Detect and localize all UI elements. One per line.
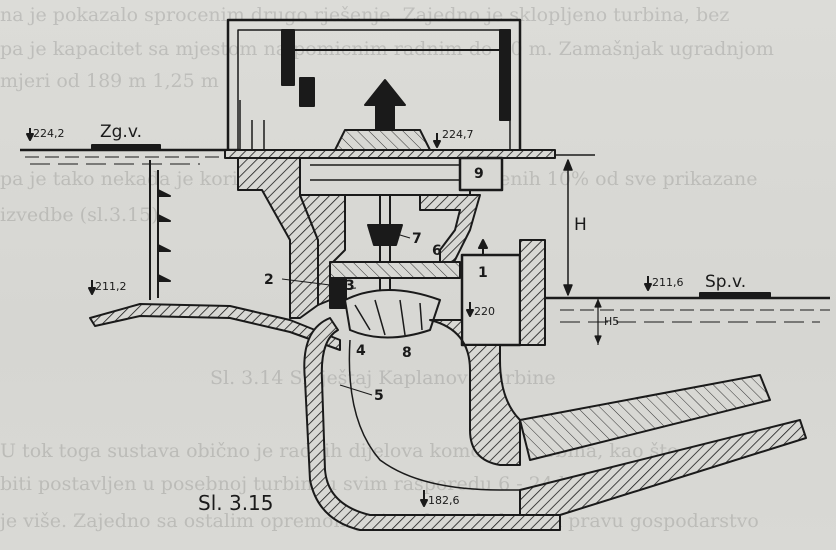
level-arrow-upstream [26,128,34,141]
bleed-text-line: mjeri od 189 m 1,25 m [0,70,219,92]
level-arrow-downstream [644,276,652,291]
vent-arrow-up [478,239,488,256]
elev-bottom: 182,6 [428,494,460,507]
head-dimension [555,154,595,296]
label-head-H: H [574,215,587,235]
equipment-box-9 [458,156,504,192]
elev-upstream-floor: 211,2 [95,280,127,293]
wicket-gate-ring [329,277,347,309]
part-leader-lines [281,231,411,396]
level-arrow-machine [433,133,441,148]
outlet-bottom-slab [519,419,807,516]
part-number-9: 9 [474,166,484,182]
part-number-7: 7 [412,231,422,247]
head-cover [329,261,461,279]
part-number-4: 4 [356,343,366,359]
draft-height-mark [594,298,602,345]
intake-trashrack [149,160,159,300]
elev-turbine-axis: 220 [474,305,495,318]
machine-hall [226,18,522,150]
generator [299,79,471,196]
upstream-water [20,144,240,165]
level-arrow-upstream-floor [88,280,96,295]
part-number-5: 5 [374,388,384,404]
bleed-text-line: izvedbe (sl.3.15). [0,204,165,226]
spiral-casing-right [419,194,481,269]
elev-machine-floor: 224,7 [442,128,474,141]
part-number-6: 6 [432,243,442,259]
draft-tube-inner-pier [429,319,521,466]
draft-tube-lower-curve [348,339,560,491]
trashrack-teeth [157,189,171,282]
draft-tube-outer [303,317,561,531]
part-number-3: 3 [345,278,355,294]
right-pier-wall [519,239,546,346]
upstream-floor [89,303,341,351]
downstream-water [545,292,830,323]
part-number-2: 2 [264,272,274,288]
bleed-text-line: na je pokazalo sprocenim drugo rješenje.… [0,4,730,26]
elev-draft-mark: H5 [604,315,619,328]
part-number-1: 1 [478,265,488,281]
elev-downstream: 211,6 [652,276,684,289]
label-downstream: Sp.v. [705,272,746,292]
machine-floor-slab [224,149,556,159]
outlet-diffuser [519,374,771,461]
right-pier-block [460,253,522,347]
level-arrow-turbine [466,302,474,317]
part-number-8: 8 [402,345,412,361]
level-arrow-bottom [420,490,428,507]
elev-upstream-top: 224,2 [33,127,65,140]
shaft-coupling [367,224,403,246]
figure-caption: Sl. 3.15 [198,491,274,515]
drawing-labels: 224,2 Zg.v. 211,2 224,7 211,6 Sp.v. 220 … [33,122,746,507]
label-upstream: Zg.v. [100,122,142,142]
kaplan-runner [344,289,441,339]
